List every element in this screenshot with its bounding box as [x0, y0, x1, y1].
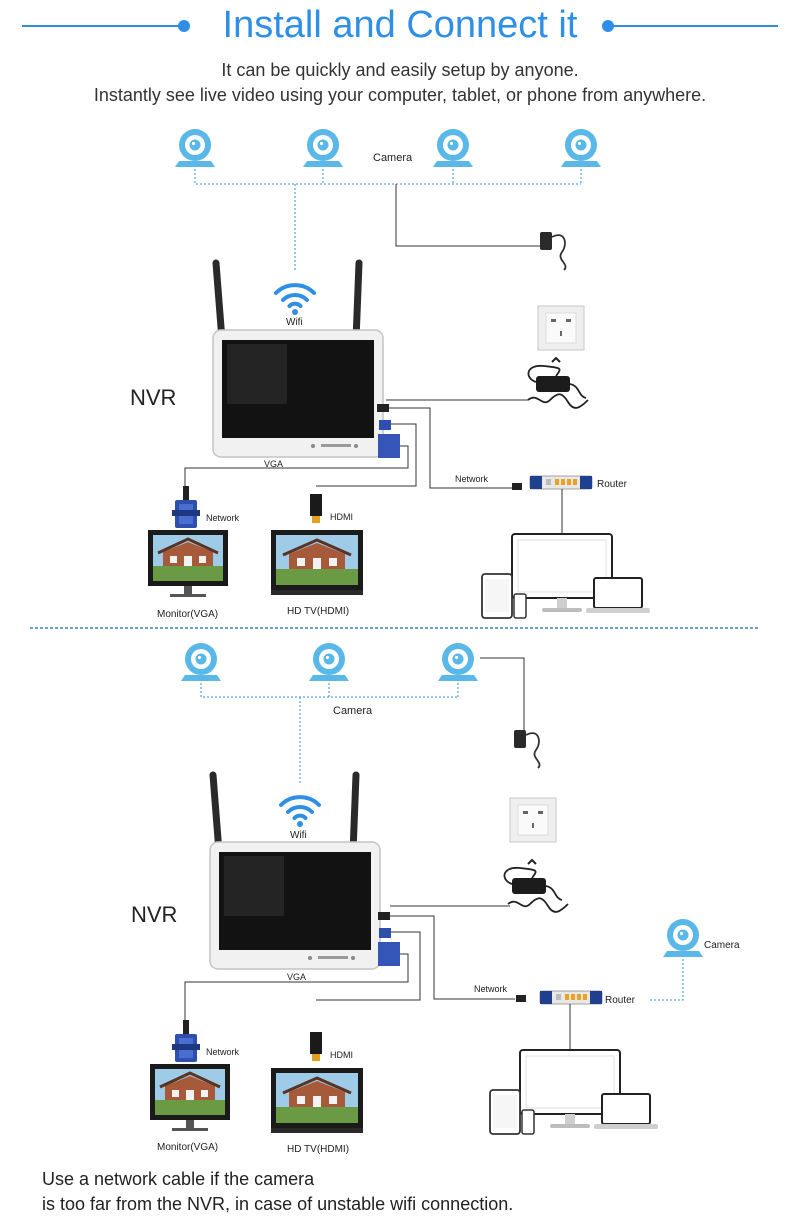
network-wire	[390, 915, 515, 1000]
vga-wire	[184, 953, 409, 1032]
lan-plug-icon	[512, 483, 522, 490]
hdmi-wire	[316, 931, 421, 1001]
network-wire	[389, 407, 520, 489]
wall-socket-icon	[537, 305, 585, 351]
wifi-icon	[279, 795, 321, 829]
camera-icon	[309, 643, 349, 681]
monitor-icon	[146, 528, 230, 599]
camera-icon	[433, 129, 473, 167]
router-label: Router	[605, 995, 636, 1006]
router-label: Router	[597, 479, 628, 490]
power-adapter-icon	[539, 231, 567, 271]
network-label: Network	[474, 984, 508, 994]
wifi-label: Wifi	[290, 830, 307, 841]
client-devices-icon	[489, 1049, 659, 1135]
power-wire	[480, 657, 525, 730]
network-label: Network	[455, 474, 489, 484]
subtitle-line-1: It can be quickly and easily setup by an…	[221, 60, 579, 80]
remote-camera-link	[650, 955, 684, 1001]
vga-plug-icon	[172, 486, 200, 528]
footer-note-line-1: Use a network cable if the camera	[42, 1169, 315, 1189]
title-dot-left	[178, 20, 190, 32]
wall-socket-icon	[509, 797, 557, 843]
hdmi-label: HDMI	[330, 1050, 353, 1060]
vga-plug-icon	[172, 1020, 200, 1062]
power-wire	[395, 184, 540, 247]
monitor-network-label: Network	[206, 1047, 240, 1057]
bottom-diagram: Camera Wifi NVR VGA Network Router Camer…	[131, 643, 740, 1155]
nvr-port	[377, 404, 389, 412]
client-devices-icon	[481, 533, 651, 619]
nvr-port	[378, 912, 390, 920]
tv-icon	[269, 1066, 365, 1135]
vga-wire	[184, 445, 409, 498]
lan-plug-icon	[516, 995, 526, 1002]
camera-link-lines	[200, 683, 459, 785]
camera-icon	[303, 129, 343, 167]
cable-coil-icon	[527, 393, 589, 409]
router-icon	[539, 990, 603, 1005]
page-title: Install and Connect it	[222, 4, 578, 46]
cable-coil-icon	[507, 897, 569, 913]
wifi-icon	[274, 283, 316, 317]
title-rule-left	[22, 25, 182, 27]
title-rule-right	[608, 25, 778, 27]
power-adapter-icon	[513, 729, 541, 769]
hd-tv-hdmi-label: HD TV(HDMI)	[287, 606, 349, 617]
nvr-label: NVR	[130, 385, 176, 410]
camera-icon	[181, 643, 221, 681]
camera-icon	[175, 129, 215, 167]
vga-connector-icon	[378, 434, 400, 458]
footer-note: Use a network cable if the camera is too…	[42, 1167, 513, 1217]
wifi-label: Wifi	[286, 317, 303, 328]
router-icon	[529, 475, 593, 490]
power-supply-icon	[503, 859, 563, 901]
vga-port-icon	[379, 928, 391, 938]
vga-label: VGA	[287, 972, 306, 982]
nvr-device-icon	[210, 775, 380, 969]
camera-label: Camera	[373, 152, 413, 164]
hdmi-wire	[316, 423, 417, 487]
power-supply-icon	[527, 357, 587, 399]
camera-label: Camera	[333, 705, 373, 717]
hd-tv-hdmi-label: HD TV(HDMI)	[287, 1144, 349, 1155]
remote-camera-label: Camera	[704, 940, 740, 951]
camera-icon	[663, 919, 703, 957]
monitor-vga-label: Monitor(VGA)	[157, 609, 218, 620]
footer-note-line-2: is too far from the NVR, in case of unst…	[42, 1194, 514, 1214]
hdmi-plug-icon	[310, 1032, 322, 1061]
camera-link-lines	[194, 169, 582, 272]
hdmi-label: HDMI	[330, 512, 353, 522]
camera-icon	[438, 643, 478, 681]
vga-port-icon	[379, 420, 391, 430]
tv-icon	[269, 528, 365, 597]
vga-connector-icon	[378, 942, 400, 966]
nvr-device-icon	[213, 263, 383, 457]
nvr-label: NVR	[131, 902, 177, 927]
hdmi-plug-icon	[310, 494, 322, 523]
vga-label: VGA	[264, 459, 283, 469]
top-diagram: Camera Wifi NVR VGA Network Router	[130, 129, 651, 620]
monitor-icon	[148, 1062, 232, 1133]
monitor-network-label: Network	[206, 513, 240, 523]
camera-icon	[561, 129, 601, 167]
monitor-vga-label: Monitor(VGA)	[157, 1142, 218, 1153]
subtitle-line-2: Instantly see live video using your comp…	[93, 85, 707, 105]
